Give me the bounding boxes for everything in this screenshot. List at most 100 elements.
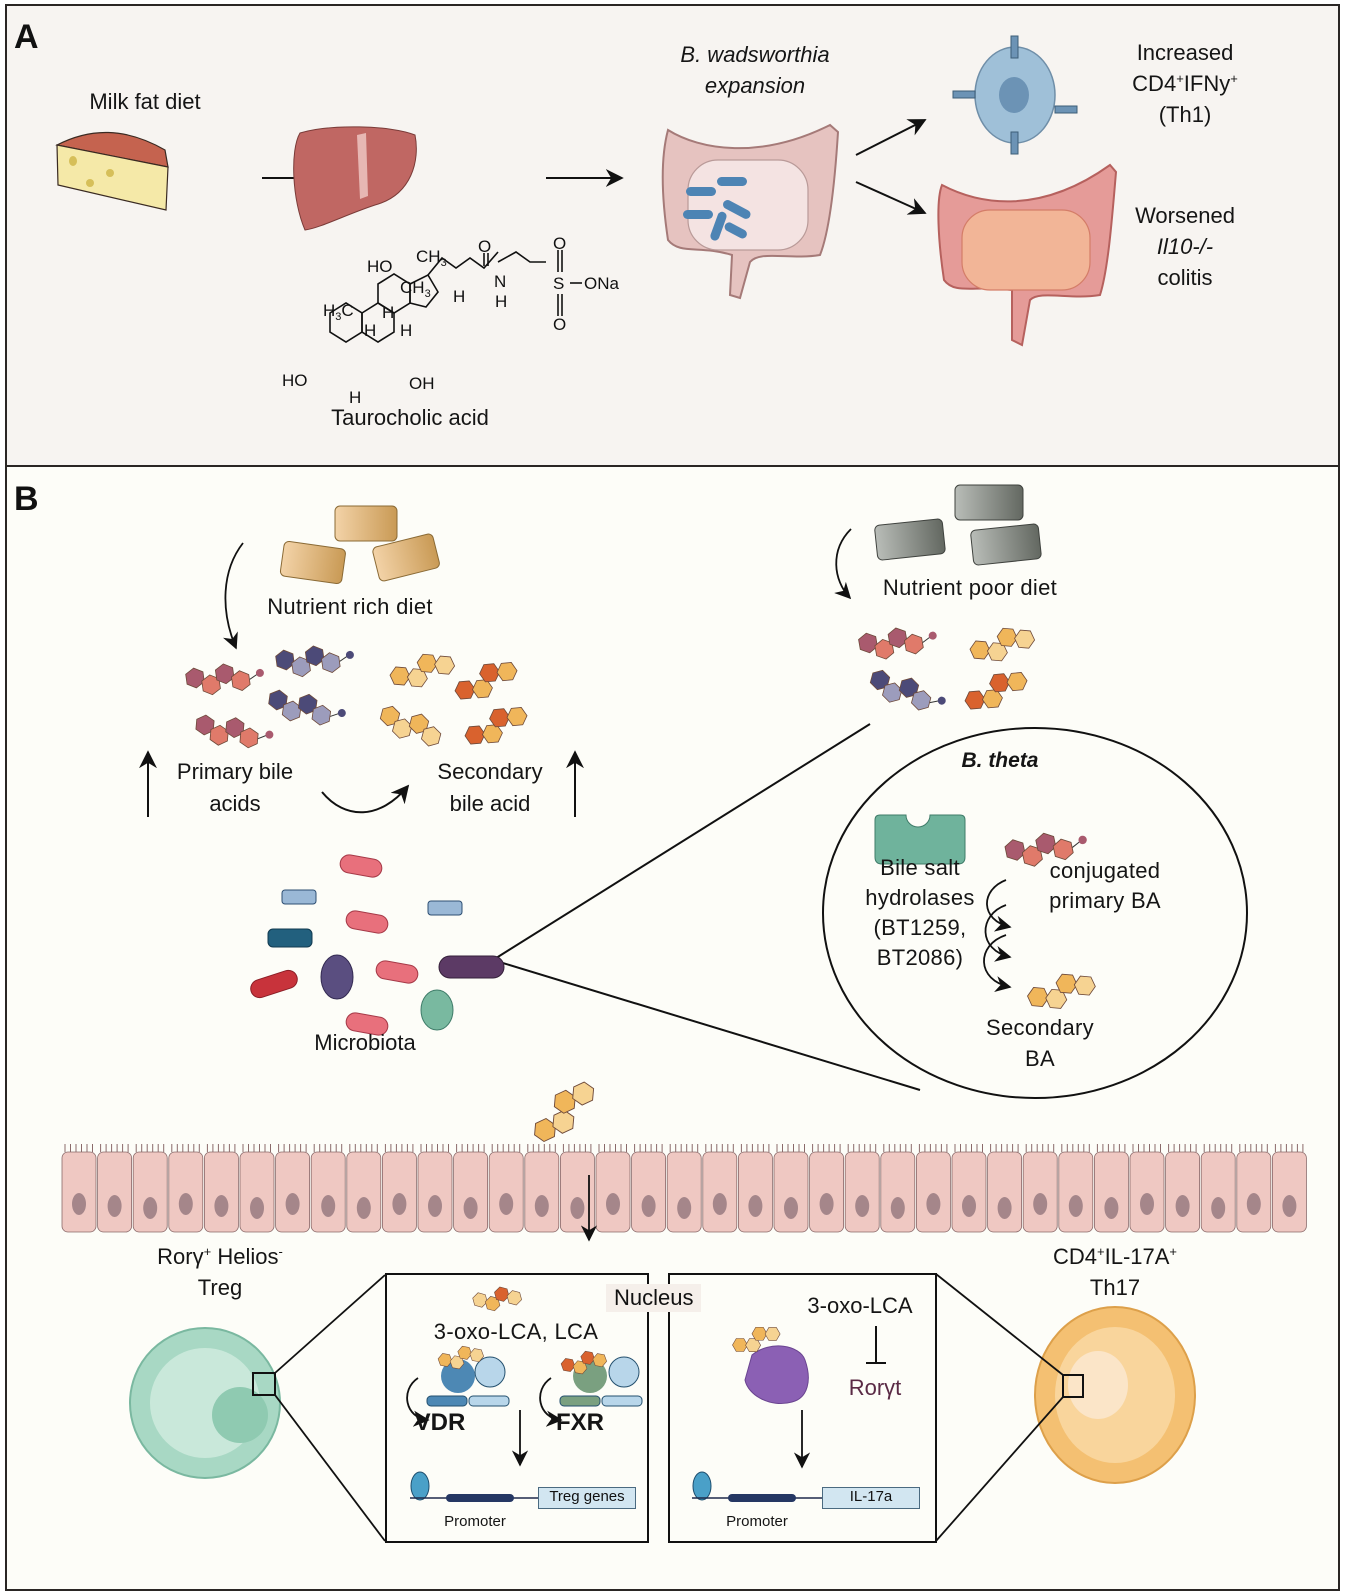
primary-bile-acids-line2: acids	[209, 791, 261, 816]
microvilli	[1203, 1144, 1233, 1152]
epithelial-cell	[1058, 1151, 1094, 1233]
hexagon-ring	[214, 663, 235, 685]
conversion-arrow	[321, 784, 410, 814]
microvilli	[349, 1144, 378, 1152]
atom-ho-top: HO	[367, 257, 393, 276]
microbiota-icon	[250, 854, 505, 1036]
microvilli	[491, 1144, 521, 1152]
hexagon-ring	[898, 677, 920, 698]
bsh-label-line1: Bile salt	[880, 855, 960, 880]
microvilli	[527, 1144, 556, 1152]
epithelial-cell	[666, 1151, 702, 1233]
intestine-with-bacteria-icon	[661, 123, 840, 300]
hydrolase-arrow-2	[984, 904, 1012, 962]
microvilli	[456, 1144, 485, 1152]
hexagon-ring	[506, 707, 528, 727]
epithelial-nucleus	[784, 1197, 798, 1219]
hexagon-ring	[764, 1327, 781, 1341]
treg-promoter-label: Promoter	[444, 1513, 506, 1530]
hexagon-ring	[1004, 839, 1026, 861]
conjugated-primary-ba-line2: primary BA	[1049, 888, 1161, 913]
microvilli	[313, 1144, 343, 1152]
epithelial-nucleus	[178, 1193, 193, 1215]
atom-h3c: H3C	[323, 301, 354, 323]
colitis-outcome-genotype: Il10-/-	[1156, 234, 1214, 259]
epithelial-cell	[61, 1151, 97, 1233]
hexagon-ring	[969, 640, 991, 660]
atom-ch3-mid: CH3	[400, 278, 431, 300]
microvilli	[1239, 1144, 1268, 1152]
hexagon-ring	[732, 1338, 748, 1352]
nutrient-poor-diet-label: Nutrient poor diet	[882, 575, 1058, 600]
secondary-ba-icon	[1027, 973, 1096, 1009]
liver-icon	[293, 126, 417, 231]
epithelial-cell	[880, 1151, 916, 1233]
hexagon-ring	[472, 1292, 488, 1308]
epithelial-cell	[631, 1151, 666, 1233]
atom-ho-bottom: HO	[282, 371, 308, 390]
hexagon-ring	[1035, 832, 1057, 855]
nucleus-label: Nucleus	[606, 1284, 702, 1312]
primary-bile-acid	[858, 627, 937, 660]
epithelial-nucleus	[606, 1193, 620, 1215]
hexagon-ring	[479, 663, 501, 683]
epithelial-cell	[738, 1151, 773, 1233]
hexagon-ring	[416, 653, 438, 673]
hexagon-ring	[225, 717, 245, 739]
conjugate-group	[1078, 835, 1087, 845]
microvilli	[64, 1144, 93, 1152]
microvilli	[242, 1144, 271, 1152]
epithelial-cell	[346, 1151, 382, 1233]
hexagon-ring	[437, 1353, 453, 1367]
hexagon-ring	[469, 1348, 484, 1363]
epithelial-nucleus	[677, 1197, 692, 1219]
th17-cell-icon	[1034, 1306, 1196, 1484]
3-oxo-lca-bound-icon	[732, 1326, 781, 1353]
microvilli	[740, 1144, 770, 1152]
epithelial-nucleus	[926, 1193, 941, 1215]
epithelial-cell	[951, 1151, 987, 1233]
hexagon-ring	[989, 673, 1011, 693]
conjugate-bond	[330, 713, 339, 717]
th17-promoter-label: Promoter	[726, 1513, 788, 1530]
atom-h-side: H	[453, 287, 465, 306]
3-oxo-lca-label: 3-oxo-LCA	[807, 1293, 913, 1318]
microvilli	[669, 1144, 699, 1152]
hexagon-ring	[408, 713, 430, 734]
primary-bile-acids-line1: Primary bile	[176, 759, 294, 784]
hexagon-ring	[489, 708, 511, 728]
hexagon-ring	[887, 627, 908, 649]
epithelial-nucleus	[392, 1193, 407, 1215]
hexagon-ring	[1073, 975, 1096, 996]
epithelial-cell	[203, 1151, 239, 1233]
hydrolase-arrow-3	[983, 934, 1012, 992]
epithelial-cell	[809, 1151, 844, 1233]
th17-label-line2: Th17	[1089, 1275, 1141, 1300]
hexagon-ring	[420, 726, 442, 747]
secondary-bile-acid-line2: bile acid	[449, 791, 531, 816]
fxr-ligand-icon	[560, 1350, 607, 1375]
atom-oh-bottom: OH	[409, 374, 435, 393]
hexagon-ring	[592, 1353, 607, 1368]
th1-outcome-line3: (Th1)	[1158, 102, 1212, 127]
microvilli	[1274, 1144, 1304, 1152]
microvilli	[206, 1144, 236, 1152]
microvilli	[562, 1144, 592, 1152]
atom-ona: ONa	[584, 274, 620, 293]
colitis-outcome-line3: colitis	[1157, 265, 1213, 290]
epithelial-cell	[417, 1151, 453, 1233]
primary-bile-acid	[185, 663, 264, 696]
hexagon-ring	[454, 680, 476, 700]
treg-cell-icon	[129, 1327, 281, 1479]
conjugate-group	[937, 696, 946, 705]
panel-b-letter: B	[14, 480, 39, 518]
hexagon-ring	[464, 725, 486, 745]
secondary-bile-acid	[964, 672, 1028, 710]
conjugate-bond	[339, 655, 348, 662]
bsh-label-line4: BT2086)	[876, 945, 964, 970]
epithelial-nucleus	[214, 1195, 229, 1217]
hexagon-ring	[379, 705, 401, 727]
atom-o-carbonyl: O	[478, 237, 491, 256]
